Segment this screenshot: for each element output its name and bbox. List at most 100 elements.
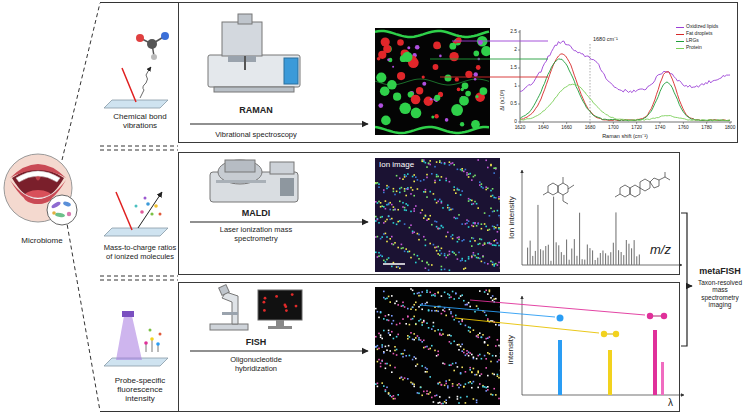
labelled-cell (380, 311, 382, 313)
ion-signal (383, 206, 385, 208)
mass-peak (626, 240, 627, 265)
ion-signal (482, 244, 484, 246)
fish-spectrum (601, 331, 607, 337)
micrograph-ground (375, 287, 500, 405)
droplet (397, 39, 404, 46)
labelled-cell (426, 390, 428, 392)
ion-signal (425, 162, 427, 164)
ion-signal (404, 209, 406, 211)
ion-signal (377, 202, 379, 204)
ion-signal (500, 217, 501, 219)
ion-signal (391, 204, 393, 206)
ion-signal (380, 206, 382, 208)
labelled-cell (412, 383, 414, 385)
ion-signal (452, 251, 454, 253)
labelled-cell (402, 353, 404, 355)
labelled-cell (476, 335, 478, 337)
tick-label: 0.5 (510, 101, 517, 107)
labelled-cell (477, 334, 479, 336)
labelled-cell (457, 384, 459, 386)
labelled-cell (385, 391, 387, 393)
ion-signal (407, 205, 409, 207)
ion-signal (484, 242, 486, 244)
axis-title: intensity (506, 335, 515, 364)
ion-signal (449, 270, 451, 272)
ion-signal (426, 177, 428, 179)
labelled-cell (409, 355, 411, 357)
ion-signal (455, 218, 457, 220)
ion-signal (415, 262, 417, 264)
labelled-cell (449, 379, 451, 381)
ion-signal (452, 162, 454, 164)
chart-axes (522, 170, 682, 265)
ion-signal (385, 261, 387, 263)
ion-signal (401, 244, 403, 246)
ion-signal (487, 263, 489, 265)
ion-signal (477, 207, 479, 209)
ion-signal (409, 227, 411, 229)
labelled-cell (404, 377, 406, 379)
labelled-cell (452, 316, 454, 318)
ion-signal (393, 209, 395, 211)
mass-peak (576, 256, 577, 265)
labelled-cell (477, 308, 479, 310)
labelled-cell (381, 346, 383, 348)
labelled-cell (388, 314, 390, 316)
ion-signal (423, 179, 425, 181)
labelled-cell (388, 345, 390, 347)
ion-signal (457, 237, 459, 239)
frame-lines (100, 280, 178, 281)
ion-signal (457, 241, 459, 243)
labelled-cell (396, 324, 398, 326)
labelled-cell (481, 336, 483, 338)
maldi-sample-icon (138, 192, 162, 228)
droplet (407, 46, 410, 49)
ion-signal (399, 201, 401, 203)
ion-signal (473, 252, 475, 254)
raman-sample-icon (147, 39, 157, 49)
ion-signal (471, 179, 473, 181)
droplet (378, 51, 386, 59)
droplet (460, 122, 464, 126)
tick-label: 1720 (631, 125, 642, 131)
ion-signal (495, 263, 497, 265)
axis-tick (518, 86, 520, 87)
droplet (402, 52, 412, 62)
ion-signal (381, 256, 383, 258)
labelled-cell (469, 331, 471, 333)
ion-signal (498, 215, 500, 217)
labelled-cell (393, 338, 395, 340)
labelled-cell (457, 396, 459, 398)
ion-signal (377, 256, 379, 258)
labelled-cell (441, 329, 443, 331)
labelled-cell (485, 358, 487, 360)
labelled-cell (412, 290, 414, 292)
droplet (416, 87, 423, 94)
ion-signal (437, 228, 439, 230)
labelled-cell (381, 382, 383, 384)
ion-signal (474, 175, 476, 177)
ion-signal (383, 260, 385, 262)
mass-peak (618, 250, 619, 265)
labelled-cell (492, 300, 494, 302)
axis-tick (543, 122, 544, 124)
maldi-sample-icon (150, 212, 153, 215)
ion-signal (471, 200, 473, 202)
labelled-cell (385, 346, 387, 348)
labelled-cell (466, 304, 468, 306)
labelled-cell (442, 309, 444, 311)
ion-signal (477, 244, 479, 246)
ion-signal (453, 217, 455, 219)
ion-signal (460, 260, 462, 262)
leader-line (470, 300, 645, 315)
fish-instrument (268, 326, 292, 329)
mass-peak (540, 249, 541, 265)
fish-sample-icon (158, 345, 159, 352)
ion-signal (493, 264, 495, 266)
mass-peak (574, 239, 575, 265)
axis-tick (518, 32, 520, 33)
labelled-cell (396, 354, 398, 356)
ion-signal (386, 236, 388, 238)
process-arrow (190, 350, 368, 351)
ion-signal (423, 217, 425, 219)
